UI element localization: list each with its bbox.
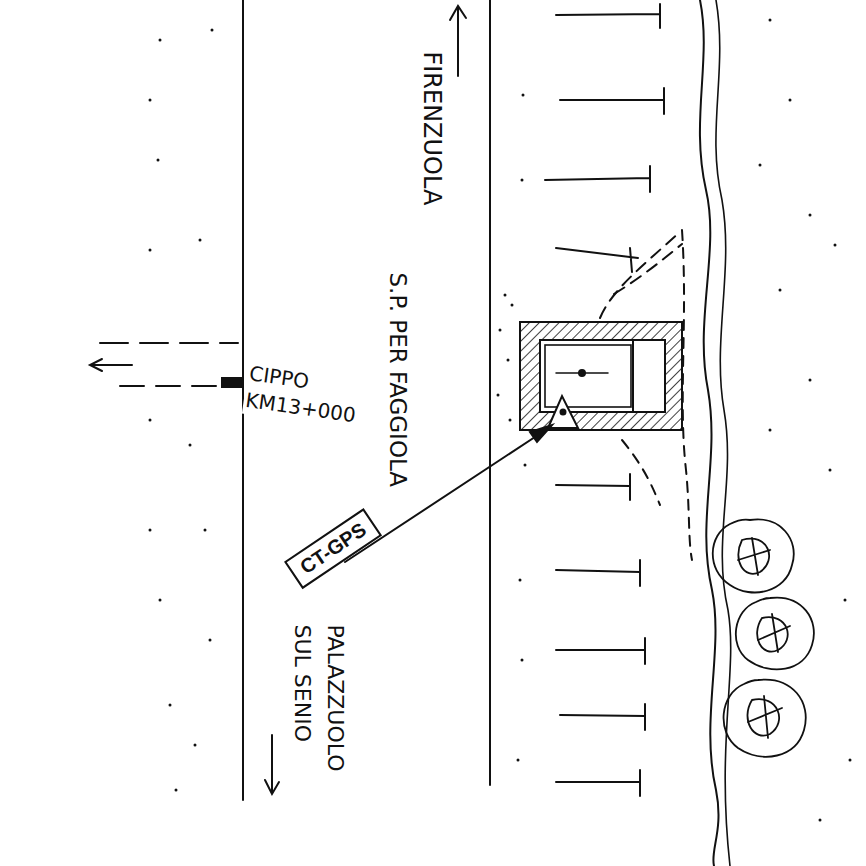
leader-arrow <box>345 425 552 562</box>
road-edge <box>489 0 491 785</box>
side-arrow <box>90 359 132 371</box>
label-anchor: FIRENZUOLA <box>418 49 447 207</box>
ground-dots <box>149 19 852 822</box>
callout-box: CT-GPS <box>284 507 382 588</box>
road-name: S.P. PER FAGGIOLA <box>383 271 411 490</box>
tree-symbol <box>724 680 806 757</box>
dashed-track <box>614 244 682 294</box>
dashed-track <box>682 230 692 560</box>
place-name: PALAZZUOLO SUL SENIO <box>285 623 351 802</box>
label-anchor: PALAZZUOLO SUL SENIO <box>285 623 351 802</box>
tree-symbol <box>713 519 794 592</box>
dashed-track <box>622 440 660 505</box>
direction-arrow <box>265 735 279 794</box>
milestone-mark <box>222 378 242 387</box>
survey-point <box>548 396 578 428</box>
label-anchor: CIPPO KM13+000 <box>242 360 382 432</box>
dashed-track <box>600 232 680 318</box>
side-track <box>100 342 238 344</box>
label-anchor: S.P. PER FAGGIOLA <box>383 271 411 490</box>
tree-symbol <box>736 598 814 670</box>
building <box>520 322 682 430</box>
place-name: FIRENZUOLA <box>418 49 447 207</box>
callout-text: CT-GPS <box>296 518 371 579</box>
milestone-label: CIPPO KM13+000 <box>242 360 382 432</box>
side-track <box>120 385 220 387</box>
direction-arrow <box>450 6 466 76</box>
